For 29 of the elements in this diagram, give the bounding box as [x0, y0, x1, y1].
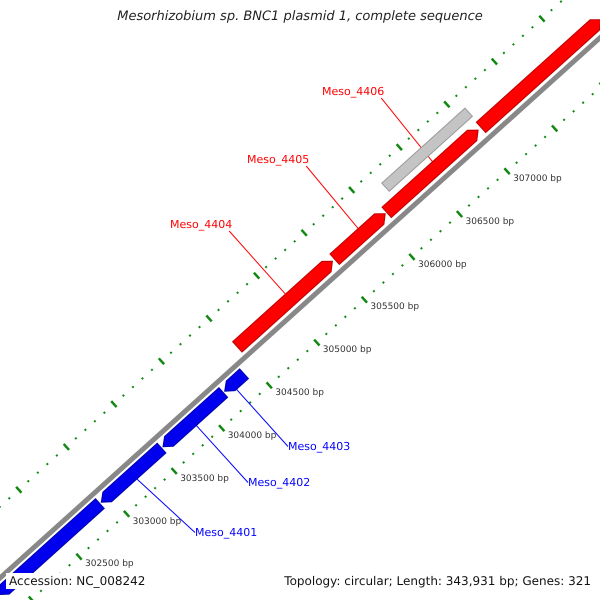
- scale-label: 303000 bp: [132, 516, 182, 528]
- leader-line: [196, 424, 248, 483]
- title: Mesorhizobium sp. BNC1 plasmid 1, complete sequence: [116, 9, 484, 24]
- leader-line: [236, 388, 288, 447]
- scale-label: 307000 bp: [513, 174, 562, 185]
- scale-label: 304500 bp: [275, 388, 324, 399]
- gene-label: Meso_4406: [322, 85, 384, 98]
- gene-feature: [224, 368, 250, 392]
- gene-label: Meso_4405: [247, 153, 310, 166]
- feature-bar: [381, 107, 474, 192]
- gene-feature: [381, 130, 479, 218]
- gene-feature: [100, 442, 167, 503]
- scale-label: 304000 bp: [228, 430, 276, 442]
- scale-label: 305500 bp: [370, 302, 420, 314]
- leader-line: [306, 166, 359, 230]
- gene-feature: [329, 213, 386, 266]
- gene-label: Meso_4402: [248, 476, 310, 489]
- scale-label: 302500 bp: [85, 559, 134, 570]
- gene-label: Meso_4401: [195, 526, 258, 539]
- leader-line: [228, 230, 286, 295]
- leader-line: [380, 98, 433, 162]
- scale-label: 306000 bp: [418, 260, 467, 271]
- gene-label: Meso_4403: [288, 440, 350, 453]
- gene-feature: [162, 387, 228, 448]
- leader-line: [136, 478, 196, 533]
- scale-label: 305000 bp: [322, 345, 372, 356]
- scale-label: 306500 bp: [466, 216, 514, 228]
- scale-label: 303500 bp: [180, 474, 229, 485]
- gene-label: Meso_4404: [170, 218, 232, 231]
